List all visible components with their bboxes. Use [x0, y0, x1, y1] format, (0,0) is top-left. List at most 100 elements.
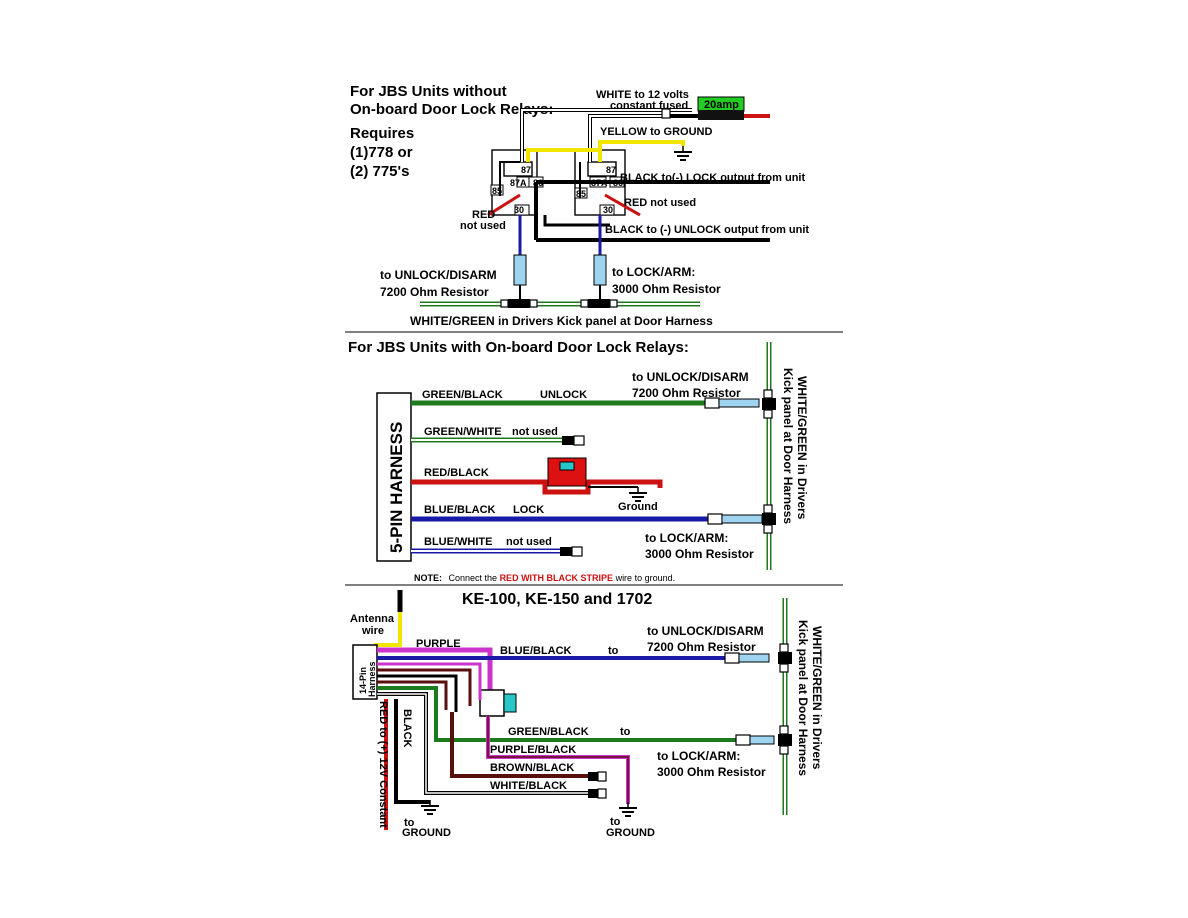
- relay1-pin-87: 87: [521, 165, 531, 175]
- wire-red-black: [411, 479, 663, 495]
- relay2-pin-30: 30: [603, 205, 613, 215]
- resistor-7200-ohm: [718, 398, 760, 408]
- harness-label2: Harness: [367, 661, 377, 697]
- brown-black-label: BROWN/BLACK: [490, 762, 574, 774]
- relay2-pin-87: 87: [606, 165, 616, 175]
- ground-symbol-right: [618, 801, 638, 817]
- purple-black-label: PURPLE/BLACK: [490, 744, 576, 756]
- black-lock-bold: LOCK: [686, 172, 717, 184]
- relay1-pin-85: 85: [492, 186, 502, 196]
- 5-pin-harness: [376, 392, 412, 562]
- wire-red-left: [487, 193, 521, 217]
- sec2-title: For JBS Units with On-board Door Lock Re…: [348, 339, 689, 356]
- lock-resistor-label: 3000 Ohm Resistor: [612, 282, 721, 296]
- unlock-label: UNLOCK: [540, 389, 587, 401]
- vertical-white-green-label: WHITE/GREEN in Drivers: [810, 626, 824, 770]
- green-black-label: GREEN/BLACK: [422, 389, 503, 401]
- purple-label: PURPLE: [416, 638, 461, 650]
- resistor-3000-ohm: [593, 254, 607, 286]
- to-ground-label1: to: [404, 817, 415, 829]
- blue-white-label: BLUE/WHITE: [424, 536, 492, 548]
- wire-green-black: [377, 686, 760, 742]
- green-white-not-used: not used: [512, 426, 558, 438]
- section-without-relays: For JBS Units without On-board Door Lock…: [350, 83, 809, 328]
- ground-label1: GROUND: [402, 827, 451, 839]
- black-unlock-label: BLACK to (-) UNLOCK output from unit: [605, 224, 809, 236]
- black-lock-post: output from unit: [717, 172, 805, 184]
- to-ground-label2: to: [610, 816, 621, 828]
- to-lock-label: to LOCK/ARM:: [645, 531, 728, 545]
- wire-white-12v: [520, 108, 700, 162]
- black-unlock-bold: UNLOCK: [674, 224, 721, 236]
- green-black-label: GREEN/BLACK: [508, 726, 589, 738]
- note-label: NOTE:: [414, 573, 442, 583]
- wire-white-green-sec2: [762, 342, 776, 570]
- white-12v-label: WHITE to 12 volts: [596, 89, 689, 101]
- to-label1: to: [608, 645, 619, 657]
- green-white-label: GREEN/WHITE: [424, 426, 502, 438]
- unlock-resistor-label: 7200 Ohm Resistor: [647, 640, 756, 654]
- red-label-left: RED: [472, 209, 495, 221]
- to-label2: to: [620, 726, 631, 738]
- resistor-7200-ohm: [513, 254, 527, 286]
- relay1-pin-87a: 87A: [510, 178, 527, 188]
- sec3-title: KE-100, KE-150 and 1702: [462, 591, 652, 608]
- antenna-label2: wire: [361, 625, 384, 637]
- red-12v-label: RED to (+) 12V Constant: [377, 701, 389, 828]
- resistor-3000-ohm: [721, 514, 763, 524]
- relay1-pin-30: 30: [514, 205, 524, 215]
- wire-white-green-sec1: [420, 299, 700, 308]
- black-unlock-pre: BLACK to (-): [605, 224, 674, 236]
- requires-778: (1)778 or: [350, 144, 413, 161]
- red-not-used-left: not used: [460, 220, 506, 232]
- harness-label1: 14-Pin: [358, 667, 368, 694]
- vertical-white-green-label: WHITE/GREEN in Drivers: [795, 376, 809, 520]
- resistor-7200-ohm: [738, 653, 770, 663]
- requires-label: Requires: [350, 125, 414, 142]
- unlock-resistor-label: 7200 Ohm Resistor: [632, 386, 741, 400]
- wire-black: [394, 699, 430, 804]
- vertical-kick-panel-label: Kick panel at Door Harness: [796, 620, 810, 776]
- wire-brown-black: [450, 712, 590, 778]
- section-with-relays: For JBS Units with On-board Door Lock Re…: [348, 339, 809, 583]
- wire-red-right: [604, 193, 641, 217]
- relay-module-cyan: [479, 689, 517, 717]
- black-label: BLACK: [401, 709, 413, 748]
- note-text: NOTE: Connect the RED WITH BLACK STRIPE …: [414, 573, 675, 583]
- relay2-pin-85: 85: [576, 189, 586, 199]
- note-bold: RED WITH BLACK STRIPE: [500, 573, 614, 583]
- 14-pin-harness: [352, 644, 378, 700]
- unlock-resistor-label: 7200 Ohm Resistor: [380, 285, 489, 299]
- note-pre: Connect the: [449, 573, 500, 583]
- to-unlock-label: to UNLOCK/DISARM: [647, 624, 764, 638]
- black-unlock-post: output from unit: [721, 224, 809, 236]
- to-lock-label: to LOCK/ARM:: [612, 265, 695, 279]
- blue-white-not-used: not used: [506, 536, 552, 548]
- wire-white-green-sec3: [778, 598, 792, 815]
- white-green-kick-panel: WHITE/GREEN in Drivers Kick panel at Doo…: [410, 314, 713, 328]
- to-unlock-label: to UNLOCK/DISARM: [380, 268, 497, 282]
- white-12v-label2: constant fused: [610, 100, 688, 112]
- section-ke-units: KE-100, KE-150 and 1702 Antenna wire 14-…: [350, 590, 824, 839]
- ground-label2: GROUND: [606, 827, 655, 839]
- red-black-label: RED/BLACK: [424, 467, 489, 479]
- fuse-holder: 20amp: [697, 96, 770, 120]
- red-not-used-right: RED not used: [624, 197, 696, 209]
- antenna-label1: Antenna: [350, 613, 395, 625]
- lock-resistor-label: 3000 Ohm Resistor: [657, 765, 766, 779]
- sec1-title-line2: On-board Door Lock Relays:: [350, 101, 553, 118]
- black-lock-pre: BLACK to(-): [620, 172, 686, 184]
- lock-label: LOCK: [513, 504, 544, 516]
- requires-775: (2) 775's: [350, 163, 409, 180]
- to-unlock-label: to UNLOCK/DISARM: [632, 370, 749, 384]
- white-black-label: WHITE/BLACK: [490, 780, 567, 792]
- blue-black-label: BLUE/BLACK: [424, 504, 496, 516]
- blue-black-label: BLUE/BLACK: [500, 645, 572, 657]
- wire-yellow-ground: [526, 140, 693, 162]
- ground-symbol: [673, 145, 693, 161]
- note-post: wire to ground.: [613, 573, 675, 583]
- resistor-3000-ohm: [749, 735, 775, 745]
- lock-resistor-label: 3000 Ohm Resistor: [645, 547, 754, 561]
- fuse-label: 20amp: [704, 99, 739, 111]
